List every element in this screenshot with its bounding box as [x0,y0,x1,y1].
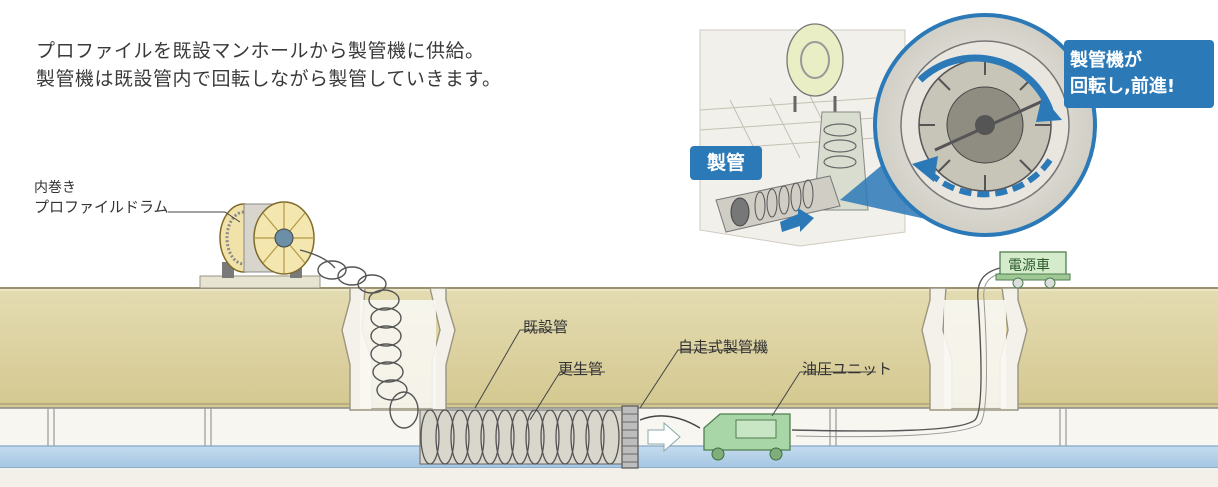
hydraulic-hose [639,415,701,429]
leader-renewed-pipe [529,371,605,421]
intro-line-1: プロファイルを既設マンホールから製管機に供給。 [36,40,485,62]
manhole-right [921,287,1028,411]
callout-pipe-making: 製管 [690,146,762,180]
advance-arrow [647,421,681,453]
leader-drum [168,211,241,223]
renewed-pipe-spiral [419,409,626,465]
intro-line-2: 製管機は既設管内で回転しながら製管していきます。 [36,68,502,90]
ground-soil [0,288,1218,410]
power-cable [791,267,1001,432]
profile-strip-loops [299,249,419,429]
label-power-truck: 電源車 [1008,258,1050,274]
label-renewed-pipe: 更生管 [558,360,604,378]
callout-rotate: 製管機が 回転し,前進! [1064,40,1214,108]
callout-rotate-line-1: 製管機が [1070,50,1142,71]
pipe-making-machine [621,405,639,469]
label-machine: 自走式製管機 [678,338,769,356]
manhole-left [341,287,456,411]
inset-illustration [699,13,1097,247]
hydraulic-unit [703,413,791,461]
profile-drum [199,201,321,289]
leader-machine [639,349,768,409]
label-hydraulic-unit: 油圧ユニット [802,360,893,378]
label-drum-line-1: 内巻き [34,180,76,196]
power-truck [995,251,1071,289]
leader-existing-pipe [474,329,563,409]
label-existing-pipe: 既設管 [523,318,569,336]
callout-rotate-line-2: 回転し,前進! [1070,76,1176,97]
label-drum-line-2: プロファイルドラム [34,198,169,216]
leader-hydraulic [771,371,876,417]
